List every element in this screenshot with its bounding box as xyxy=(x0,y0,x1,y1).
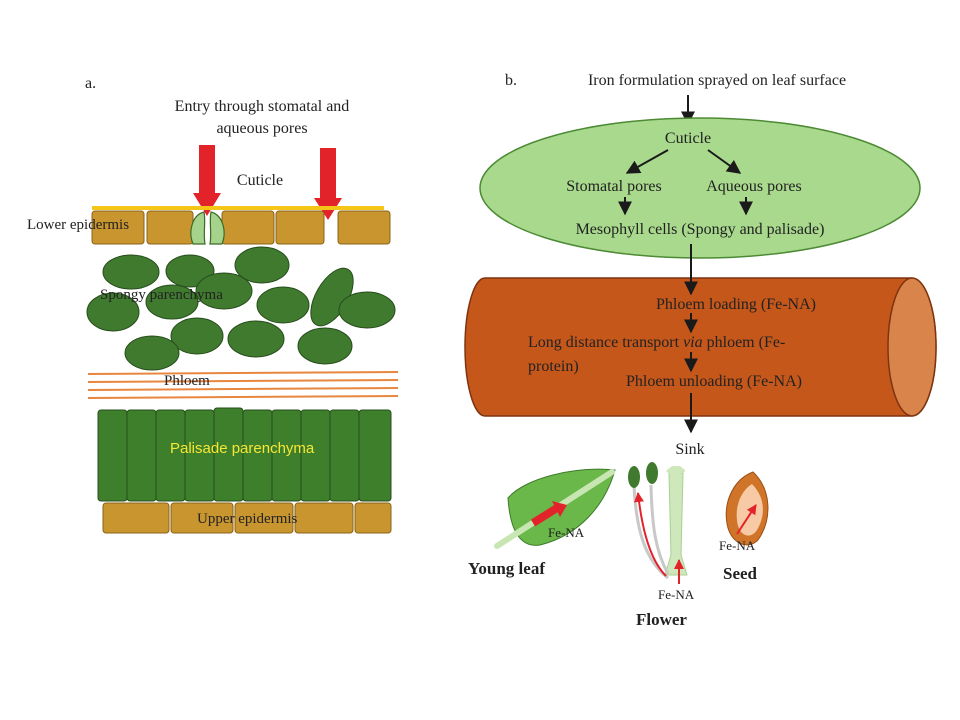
long-distance-node-line-1: Long distance transport via phloem (Fe- xyxy=(528,334,785,351)
entry-arrow-stomatal xyxy=(193,145,221,216)
aqueous-pores-node: Aqueous pores xyxy=(706,178,802,195)
upper-epidermis xyxy=(102,502,392,534)
entry-label-line-1: Entry through stomatal and xyxy=(175,98,350,115)
flower-illustration xyxy=(628,462,688,584)
stomatal-pore xyxy=(190,211,225,245)
spongy-parenchyma xyxy=(86,246,396,371)
panel-b: b. Iron formulation sprayed on leaf surf… xyxy=(464,72,937,629)
phloem-label: Phloem xyxy=(164,373,210,389)
palisade-parenchyma xyxy=(97,407,392,502)
sink-node: Sink xyxy=(675,441,704,458)
phloem-tube xyxy=(464,277,937,417)
entry-label-line-2: aqueous pores xyxy=(216,120,307,137)
arrow-cuticle-to-stomatal xyxy=(625,149,669,174)
phloem-strands xyxy=(87,371,399,399)
lower-epidermis xyxy=(91,210,391,245)
spongy-label: Spongy parenchyma xyxy=(100,287,223,303)
mesophyll-node: Mesophyll cells (Spongy and palisade) xyxy=(576,221,825,238)
young-leaf-label: Young leaf xyxy=(468,559,545,578)
fe-na-leaf-label: Fe-NA xyxy=(548,525,585,540)
seed-label: Seed xyxy=(723,564,758,583)
flower-label: Flower xyxy=(636,610,687,629)
upper-epidermis-label: Upper epidermis xyxy=(197,511,298,527)
arrow-cuticle-to-aqueous xyxy=(707,149,742,174)
cuticle-node: Cuticle xyxy=(665,130,711,147)
fe-na-flower-label: Fe-NA xyxy=(658,587,695,602)
fe-na-seed-label: Fe-NA xyxy=(719,538,756,553)
panel-a-label: a. xyxy=(85,75,96,92)
leaf-surface-ellipse xyxy=(479,117,921,259)
panel-a: a. Entry through stomatal and aqueous po… xyxy=(27,75,399,534)
stomatal-pores-node: Stomatal pores xyxy=(566,178,662,195)
long-distance-node-line-2: protein) xyxy=(528,358,579,375)
phloem-loading-node: Phloem loading (Fe-NA) xyxy=(656,296,816,313)
lower-epidermis-label: Lower epidermis xyxy=(27,217,129,233)
panel-b-title: Iron formulation sprayed on leaf surface xyxy=(588,72,846,89)
young-leaf-illustration xyxy=(494,468,616,549)
panel-b-label: b. xyxy=(505,72,517,89)
cuticle-layer xyxy=(92,206,384,210)
phloem-unloading-node: Phloem unloading (Fe-NA) xyxy=(626,373,802,390)
cuticle-label: Cuticle xyxy=(237,172,283,189)
palisade-label: Palisade parenchyma xyxy=(170,440,315,457)
seed-illustration xyxy=(725,471,769,546)
